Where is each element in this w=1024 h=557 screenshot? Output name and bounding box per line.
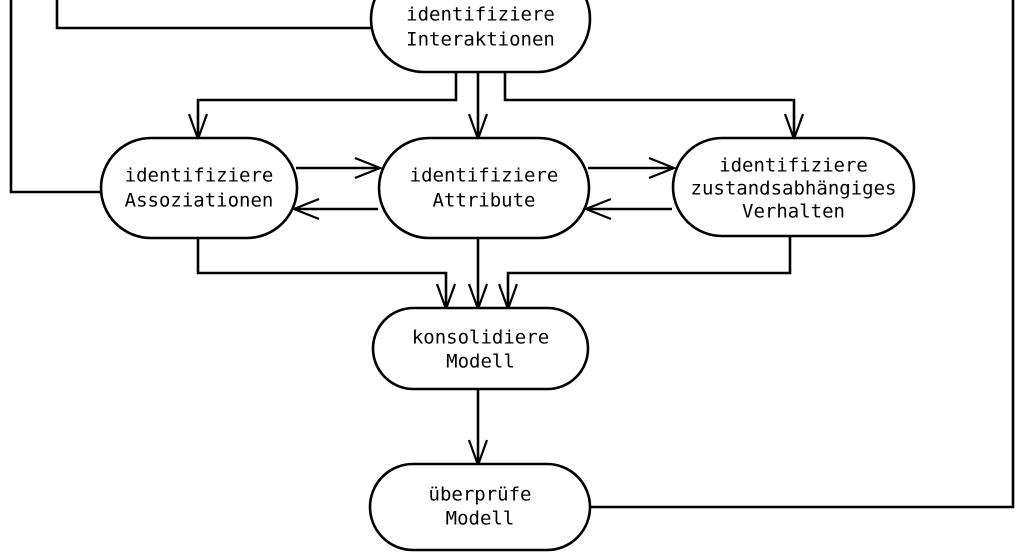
node-label-ueberpruefe-line1: überprüfe — [429, 484, 532, 506]
arrowhead-assoziationen-attribute — [354, 156, 383, 180]
edge-offpage-left-to-assoziationen — [9, 0, 103, 194]
arrowhead-attribute-zustandsverhalten — [648, 156, 677, 180]
node-konsolidiere-modell[interactable]: konsolidiere Modell — [371, 306, 590, 391]
arrowhead-attribute-assoziationen — [291, 197, 320, 221]
edge-assoziationen-to-konsolidiere — [196, 238, 448, 307]
node-identifiziere-zustandsabhaengiges-verhalten[interactable]: identifiziere zustandsabhängiges Verhalt… — [671, 136, 916, 238]
node-label-konsolidiere-line2: Modell — [446, 351, 515, 373]
edge-offpage-left-to-interaktionen — [55, 0, 372, 30]
node-label-zustandsverhalten-line2: zustandsabhängiges — [691, 178, 897, 200]
node-label-ueberpruefe-line2: Modell — [446, 508, 515, 530]
node-ueberpruefe-modell[interactable]: überprüfe Modell — [368, 462, 592, 552]
node-label-assoziationen-line1: identifiziere — [125, 165, 274, 187]
node-identifiziere-interaktionen[interactable]: identifiziere Interaktionen — [369, 0, 592, 74]
edge-interaktionen-to-zustandsverhalten — [503, 72, 796, 137]
edge-zustandsverhalten-to-konsolidiere — [506, 236, 792, 307]
node-label-interaktionen-line1: identifiziere — [406, 4, 555, 26]
node-label-attribute-line2: Attribute — [433, 190, 536, 212]
node-identifiziere-attribute[interactable]: identifiziere Attribute — [377, 136, 591, 240]
node-label-assoziationen-line2: Assoziationen — [125, 190, 274, 212]
node-label-zustandsverhalten-line3: Verhalten — [742, 201, 845, 223]
node-identifiziere-assoziationen[interactable]: identifiziere Assoziationen — [99, 136, 299, 240]
arrowhead-zustandsverhalten-attribute — [583, 197, 612, 221]
node-label-interaktionen-line2: Interaktionen — [406, 29, 555, 51]
edge-interaktionen-to-assoziationen — [196, 72, 458, 137]
node-label-konsolidiere-line1: konsolidiere — [412, 327, 549, 349]
edge-ueberpruefe-to-offpage-right — [590, 0, 1015, 509]
node-label-zustandsverhalten-line1: identifiziere — [719, 155, 868, 177]
node-label-attribute-line1: identifiziere — [410, 165, 559, 187]
